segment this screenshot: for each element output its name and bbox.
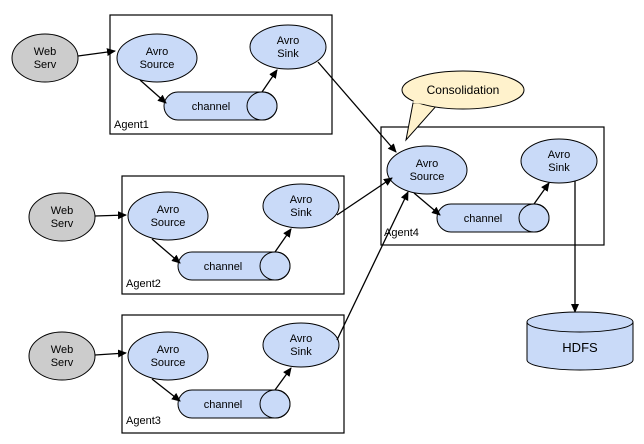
- agent1-source-to-channel-arrow: [139, 79, 167, 104]
- agent4-channel-node: channel: [436, 203, 550, 233]
- agent1-group: Agent1 Web Serv Avro Source Avro Sink ch…: [11, 14, 333, 135]
- agent4-group: Agent4 Avro Source Avro Sink channel: [380, 126, 605, 246]
- agent1-channel-label: channel: [192, 101, 231, 113]
- agent2-group: Agent2 Web Serv Avro Source Avro Sink ch…: [28, 175, 345, 295]
- agent1-label: Agent1: [114, 119, 149, 131]
- agent3-sink-line1: Avro: [290, 333, 312, 345]
- agent3-source-line2: Source: [151, 357, 186, 369]
- agent1-source-node: Avro Source: [116, 33, 198, 83]
- agent3-channel-node: channel: [177, 389, 291, 419]
- agent3-source-line1: Avro: [157, 344, 179, 356]
- agent1-sink-line1: Avro: [277, 35, 299, 47]
- agent1-source-line1: Avro: [146, 46, 168, 58]
- agent4-source-node: Avro Source: [386, 145, 468, 195]
- agent2-sink-to-agent4-source-arrow: [336, 177, 393, 216]
- agent1-channel-node: channel: [163, 91, 278, 121]
- agent1-channel-to-sink-arrow: [261, 69, 278, 93]
- agent2-channel-label: channel: [204, 261, 243, 273]
- agent4-sink-line1: Avro: [548, 149, 570, 161]
- agent4-sink-line2: Sink: [548, 162, 570, 174]
- agent3-sink-node: Avro Sink: [262, 322, 340, 368]
- agent2-sink-line1: Avro: [290, 194, 312, 206]
- agent1-sink-node: Avro Sink: [249, 24, 327, 70]
- agent2-source-to-channel-arrow: [151, 238, 181, 264]
- agent1-sink-to-agent4-source-arrow: [317, 61, 397, 153]
- agent3-webserv-line1: Web: [51, 344, 73, 356]
- agent4-source-line1: Avro: [416, 158, 438, 170]
- agent3-webserv-node: Web Serv: [28, 331, 96, 381]
- agent1-webserv-node: Web Serv: [11, 33, 79, 83]
- agent2-channel-node: channel: [177, 251, 291, 281]
- hdfs-label: HDFS: [562, 340, 598, 355]
- agent2-sink-node: Avro Sink: [262, 183, 340, 229]
- consolidation-callout: Consolidation: [401, 70, 525, 142]
- agent2-channel-to-sink-arrow: [274, 228, 292, 253]
- agent3-sink-line2: Sink: [290, 346, 312, 358]
- agent2-source-line1: Avro: [157, 204, 179, 216]
- agent2-webserv-line2: Serv: [51, 218, 74, 230]
- agent3-source-to-channel-arrow: [151, 378, 181, 402]
- hdfs-cylinder: HDFS: [526, 311, 634, 371]
- agent2-source-node: Avro Source: [127, 191, 209, 241]
- agent1-webserv-line2: Serv: [34, 59, 57, 71]
- agent3-webserv-line2: Serv: [51, 357, 74, 369]
- agent1-webserv-line1: Web: [34, 46, 56, 58]
- consolidation-label: Consolidation: [427, 83, 500, 97]
- agent3-source-node: Avro Source: [127, 331, 209, 381]
- agent3-channel-label: channel: [204, 399, 243, 411]
- agent4-channel-label: channel: [464, 213, 503, 225]
- agent3-label: Agent3: [126, 415, 161, 427]
- agent1-source-line2: Source: [140, 59, 175, 71]
- agent1-web-to-source-arrow: [77, 48, 116, 57]
- agent2-sink-line2: Sink: [290, 207, 312, 219]
- agent2-web-to-source-arrow: [94, 211, 127, 220]
- agent2-webserv-line1: Web: [51, 205, 73, 217]
- agent4-source-line2: Source: [410, 171, 445, 183]
- agent3-group: Agent3 Web Serv Avro Source Avro Sink ch…: [28, 314, 345, 434]
- agent4-source-to-channel-arrow: [413, 192, 441, 216]
- agent3-web-to-source-arrow: [94, 349, 127, 358]
- agent1-sink-line2: Sink: [277, 48, 299, 60]
- agent3-sink-to-agent4-source-arrow: [336, 191, 409, 341]
- agent2-source-line2: Source: [151, 217, 186, 229]
- agent4-label: Agent4: [384, 227, 419, 239]
- agent2-webserv-node: Web Serv: [28, 192, 96, 242]
- agent4-sink-node: Avro Sink: [520, 138, 598, 184]
- agent4-channel-to-sink-arrow: [533, 182, 550, 205]
- agent2-label: Agent2: [126, 278, 161, 290]
- agent3-channel-to-sink-arrow: [274, 367, 292, 391]
